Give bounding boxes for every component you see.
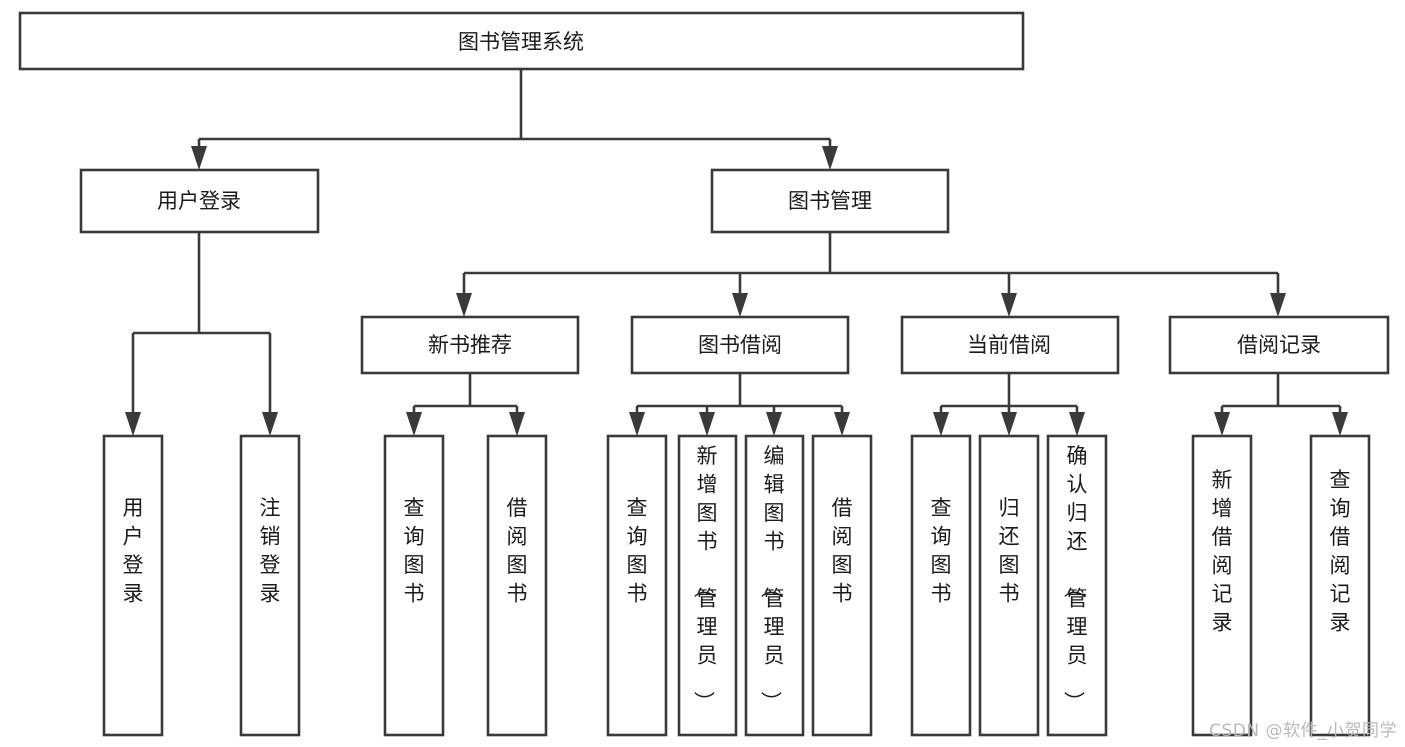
node-leaf2[interactable]: 注销登录	[239, 434, 301, 737]
node-leaf4[interactable]: 借阅图书	[486, 434, 548, 737]
arrowhead-leaf4	[509, 412, 525, 436]
node-leaf3-box[interactable]	[383, 434, 445, 737]
node-login[interactable]: 用户登录	[79, 168, 320, 234]
node-leaf3-label: 查询图书	[404, 496, 425, 606]
arrowhead-leaf3	[406, 412, 422, 436]
node-leaf10-label: 归还图书	[999, 496, 1020, 606]
node-borrow[interactable]: 图书借阅	[630, 315, 850, 375]
node-leaf13[interactable]: 查询借阅记录	[1309, 434, 1371, 737]
node-leaf9[interactable]: 查询图书	[910, 434, 972, 737]
node-leaf1[interactable]: 用户登录	[102, 434, 164, 737]
connector-group-root-to-level2	[191, 69, 838, 170]
node-root-box[interactable]	[18, 11, 1025, 71]
arrowhead-leaf10	[1001, 412, 1017, 436]
connector-group-records-to-leaves	[1214, 373, 1348, 436]
node-current[interactable]: 当前借阅	[900, 315, 1120, 375]
arrowhead-newbook	[456, 293, 472, 317]
node-leaf11-label: 确认归还（管理员）	[1062, 444, 1088, 712]
node-leaf6-label: 新增图书（管理员）	[692, 444, 718, 712]
node-leaf7[interactable]: 编辑图书（管理员）	[744, 434, 805, 737]
node-root-label: 图书管理系统	[458, 30, 584, 54]
node-leaf11-box[interactable]	[1046, 434, 1108, 737]
node-leaf2-box[interactable]	[239, 434, 301, 737]
node-current-label: 当前借阅	[967, 333, 1051, 357]
node-newbook-box[interactable]	[360, 315, 580, 375]
node-leaf2-label: 注销登录	[260, 496, 281, 606]
arrowhead-borrow	[732, 293, 748, 317]
node-leaf10[interactable]: 归还图书	[978, 434, 1040, 737]
node-leaf3[interactable]: 查询图书	[383, 434, 445, 737]
node-bookmgmt-box[interactable]	[710, 168, 950, 234]
node-leaf12[interactable]: 新增借阅记录	[1191, 434, 1253, 737]
node-leaf7-label: 编辑图书（管理员）	[759, 444, 785, 712]
node-current-box[interactable]	[900, 315, 1120, 375]
arrowhead-records	[1270, 293, 1286, 317]
node-newbook[interactable]: 新书推荐	[360, 315, 580, 375]
node-leaf12-label: 新增借阅记录	[1212, 468, 1233, 635]
node-leaf4-label: 借阅图书	[507, 496, 528, 606]
node-leaf6[interactable]: 新增图书（管理员）	[677, 434, 738, 737]
node-leaf12-box[interactable]	[1191, 434, 1253, 737]
node-leaf4-box[interactable]	[486, 434, 548, 737]
node-leaf13-box[interactable]	[1309, 434, 1371, 737]
node-borrow-box[interactable]	[630, 315, 850, 375]
connector-group-bookmgmt-to-level3	[456, 232, 1286, 317]
arrowhead-leaf2	[262, 412, 278, 436]
node-login-box[interactable]	[79, 168, 320, 234]
node-leaf1-label: 用户登录	[123, 496, 144, 606]
arrowhead-bookmgmt	[822, 146, 838, 170]
node-bookmgmt[interactable]: 图书管理	[710, 168, 950, 234]
node-records-box[interactable]	[1168, 315, 1390, 375]
node-leaf7-box[interactable]	[744, 434, 805, 737]
arrowhead-leaf8	[834, 412, 850, 436]
node-leaf9-box[interactable]	[910, 434, 972, 737]
connector-group-newbook-to-leaves	[406, 373, 525, 436]
arrowhead-leaf7	[766, 412, 782, 436]
node-root[interactable]: 图书管理系统	[18, 11, 1025, 71]
node-newbook-label: 新书推荐	[428, 333, 512, 357]
node-leaf8-label: 借阅图书	[832, 496, 853, 606]
connector-group-login-to-leaves	[125, 232, 278, 436]
node-leaf10-box[interactable]	[978, 434, 1040, 737]
node-leaf11[interactable]: 确认归还（管理员）	[1046, 434, 1108, 737]
node-leaf8[interactable]: 借阅图书	[811, 434, 873, 737]
arrowhead-leaf9	[933, 412, 949, 436]
node-leaf5-box[interactable]	[606, 434, 668, 737]
arrowhead-leaf1	[125, 412, 141, 436]
connector-group-current-to-leaves	[933, 373, 1085, 436]
arrowhead-leaf13	[1332, 412, 1348, 436]
node-bookmgmt-label: 图书管理	[788, 189, 872, 213]
node-login-label: 用户登录	[157, 189, 241, 213]
arrowhead-leaf11	[1069, 412, 1085, 436]
node-leaf5-label: 查询图书	[627, 496, 648, 606]
arrowhead-leaf6	[699, 412, 715, 436]
node-leaf5[interactable]: 查询图书	[606, 434, 668, 737]
arrowhead-login	[191, 146, 207, 170]
connector-group-borrow-to-leaves	[629, 373, 850, 436]
node-leaf9-label: 查询图书	[931, 496, 952, 606]
arrowhead-leaf12	[1214, 412, 1230, 436]
arrowhead-leaf5	[629, 412, 645, 436]
node-records-label: 借阅记录	[1237, 333, 1321, 357]
node-leaf1-box[interactable]	[102, 434, 164, 737]
watermark-text: CSDN @软件_小贺同学	[1209, 721, 1397, 741]
node-leaf6-box[interactable]	[677, 434, 738, 737]
node-leaf8-box[interactable]	[811, 434, 873, 737]
node-records[interactable]: 借阅记录	[1168, 315, 1390, 375]
node-borrow-label: 图书借阅	[698, 333, 782, 357]
node-leaf13-label: 查询借阅记录	[1330, 468, 1351, 635]
arrowhead-current	[1001, 293, 1017, 317]
